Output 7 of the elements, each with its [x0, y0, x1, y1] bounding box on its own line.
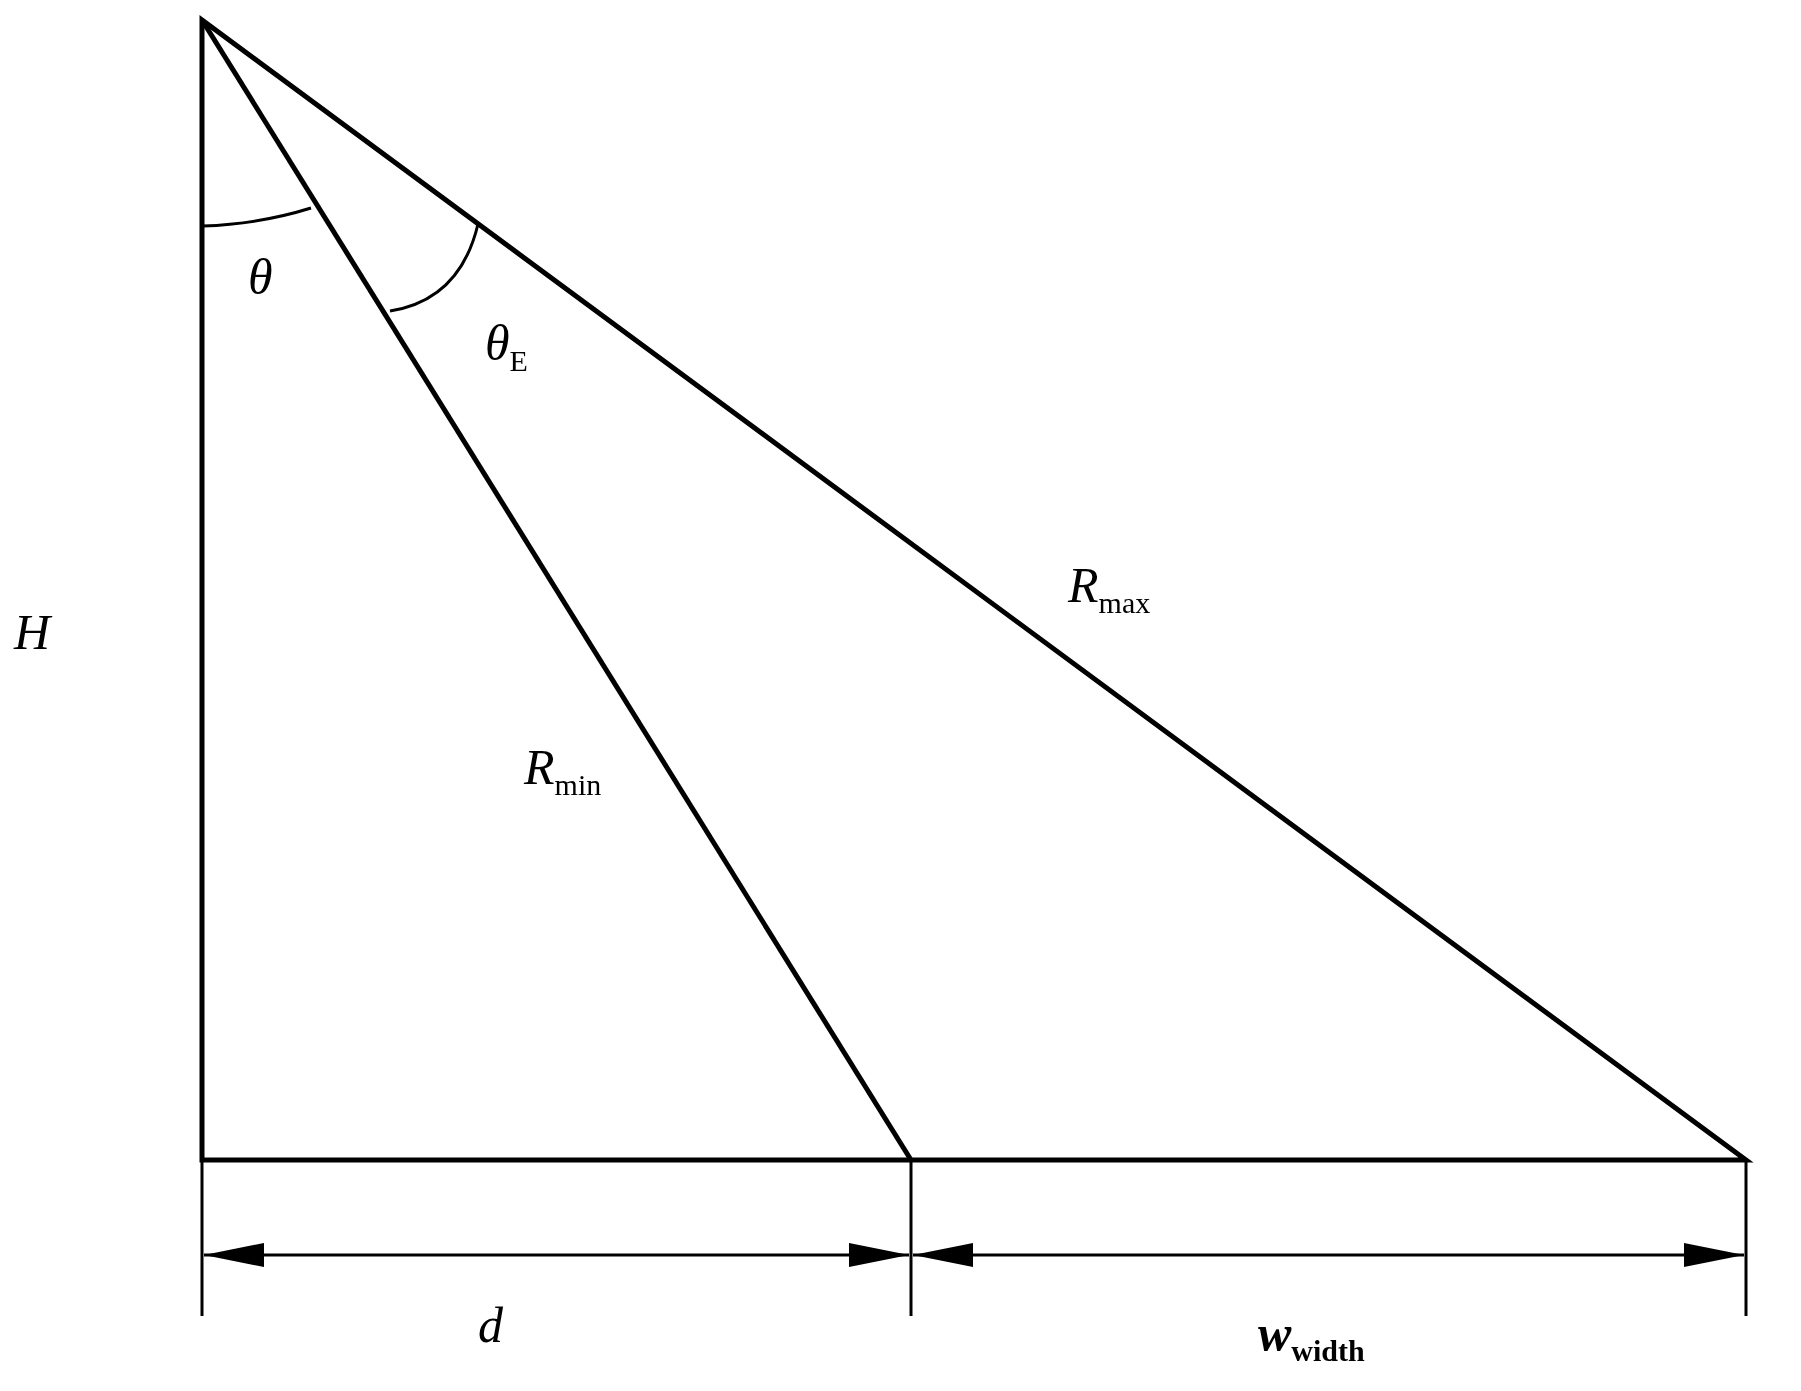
variable-label: R$_{max}$ — [1068, 560, 1151, 618]
variable-label: θ — [248, 252, 273, 302]
variable-label: H — [14, 607, 51, 657]
variable-label: R$_{min}$ — [524, 742, 602, 800]
variable-label: θ$_{E}$ — [485, 318, 528, 376]
variable-label: w$_{width}$ — [1258, 1308, 1365, 1366]
variable-label: d — [478, 1300, 503, 1350]
